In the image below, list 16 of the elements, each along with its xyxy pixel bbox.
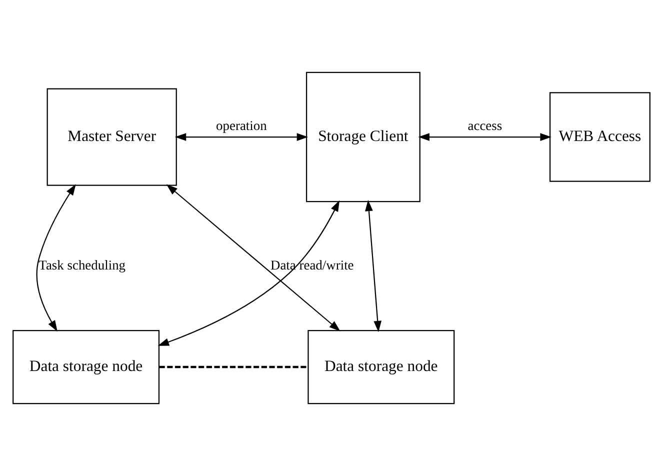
arrow <box>365 199 382 332</box>
arrow <box>174 132 308 140</box>
edge-label: access <box>468 117 502 132</box>
edge-label: operation <box>216 117 267 132</box>
edge-label: Data read/write <box>270 257 354 272</box>
node-box: Master Server <box>46 88 177 186</box>
node-box: Data storage node <box>308 330 455 404</box>
node-box: Storage Client <box>306 71 420 202</box>
node-box: Data storage node <box>12 330 160 404</box>
arrow <box>418 132 552 140</box>
arrow <box>36 184 76 332</box>
edge-label: Task scheduling <box>38 257 126 272</box>
node-box: WEB Access <box>549 92 650 182</box>
arrow <box>166 184 340 331</box>
connector <box>159 365 308 368</box>
arrow <box>158 200 340 346</box>
